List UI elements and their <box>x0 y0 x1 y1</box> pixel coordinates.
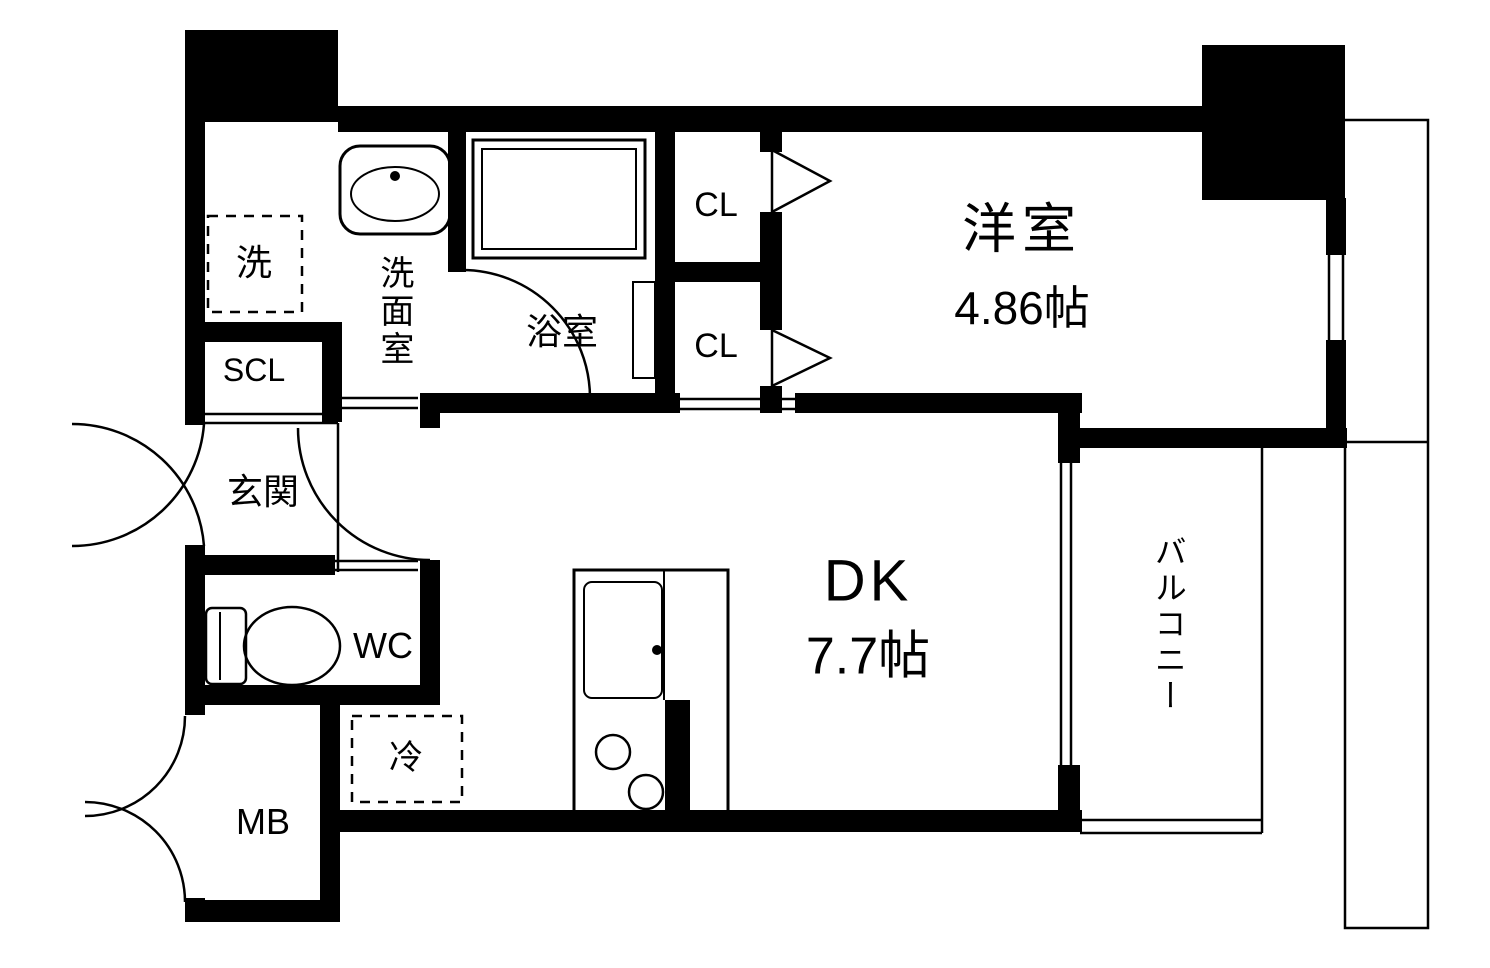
kitchen-sink-icon <box>583 581 663 699</box>
balcony-rails <box>1080 118 1430 930</box>
room-size-western: 4.86帖 <box>954 281 1090 334</box>
room-label-western: 洋室 <box>962 199 1082 260</box>
room-label-washroom: 洗面室 <box>374 255 413 369</box>
room-label-wc: WC <box>353 625 413 667</box>
room-label-dk: DK <box>823 548 913 614</box>
room-label-meter-box: MB <box>236 801 290 843</box>
walls <box>185 30 1347 922</box>
stove-burner-icon <box>594 733 632 771</box>
room-label-closet-upper: CL <box>694 186 738 225</box>
bathroom-door-arc <box>461 268 592 399</box>
entrance-door-arc <box>71 423 206 548</box>
wall-block-top-right <box>1202 45 1345 200</box>
meterbox-door-arc <box>84 800 187 903</box>
fridge-outline <box>350 714 464 804</box>
hall-door-arc <box>296 427 431 562</box>
sink-icon <box>338 144 452 236</box>
room-label-closet-lower: CL <box>694 327 738 366</box>
kitchen-partition-wall <box>665 700 690 814</box>
entrance-door-arc <box>71 422 206 547</box>
toilet-icon <box>204 605 342 687</box>
room-label-fridge: 冷 <box>389 739 423 778</box>
room-label-washer: 洗 <box>235 242 273 284</box>
washer-outline <box>206 214 304 314</box>
appliance-outlines <box>206 214 464 804</box>
room-label-entrance: 玄関 <box>226 471 300 513</box>
room-size-dk: 7.7帖 <box>805 627 931 686</box>
kitchen-icon <box>572 568 730 814</box>
meterbox-door-arc <box>84 715 187 818</box>
closet-door-triangle-upper <box>770 147 833 215</box>
room-label-balcony: バルコニー <box>1150 535 1187 715</box>
room-label-shoe-closet: SCL <box>222 352 286 389</box>
windows-and-sliders <box>205 253 1345 765</box>
stove-burner-icon <box>627 773 665 811</box>
wall-block-top-left <box>185 30 338 122</box>
closet-door-triangles <box>770 147 833 388</box>
room-label-bath: 浴室 <box>525 311 599 353</box>
closet-door-triangle-lower <box>770 328 833 388</box>
door-arcs <box>71 268 592 903</box>
bathtub-icon <box>471 138 656 379</box>
